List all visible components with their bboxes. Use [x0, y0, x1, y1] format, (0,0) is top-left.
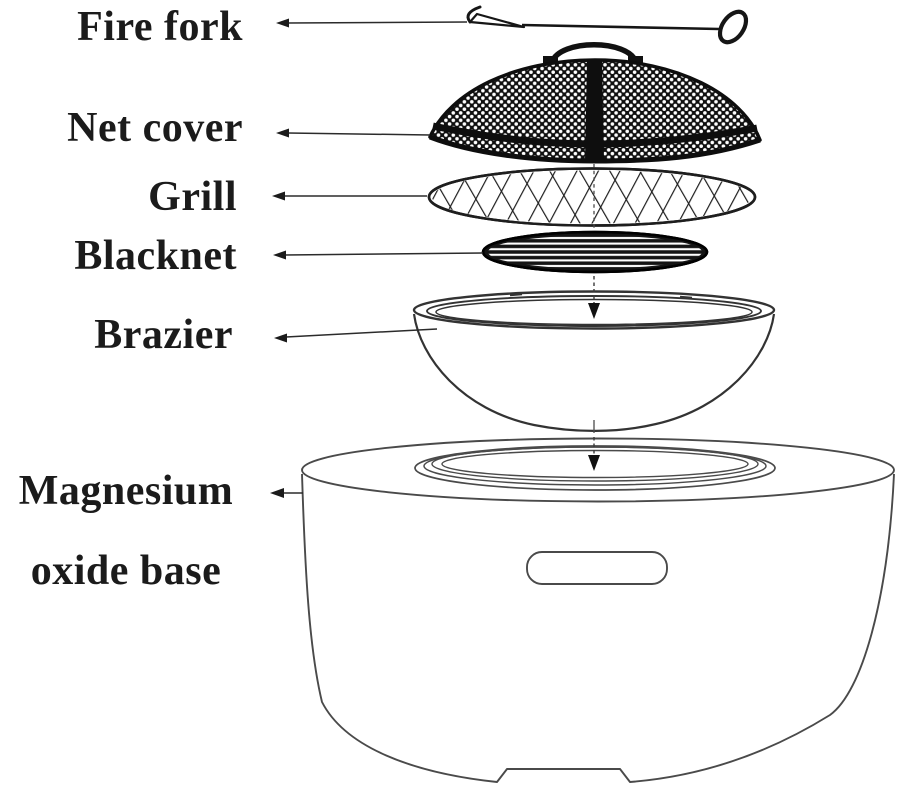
label-grill: Grill — [148, 174, 237, 220]
label-blacknet: Blacknet — [74, 233, 237, 279]
fire-fork-drawing — [466, 5, 749, 45]
base-drawing — [301, 437, 895, 783]
label-base-line1: Magnesium — [18, 468, 234, 514]
label-fire-fork: Fire fork — [77, 4, 243, 50]
assembly-arrow-into-brazier — [588, 276, 600, 319]
label-brazier: Brazier — [94, 312, 233, 358]
leader-arrow-fire-fork — [276, 18, 468, 28]
assembly-arrow-into-base — [588, 420, 600, 471]
leader-arrow-brazier — [274, 328, 438, 343]
net-cover-drawing — [428, 42, 762, 164]
grill-drawing — [427, 167, 757, 227]
label-base-line2: oxide base — [30, 548, 222, 594]
blacknet-drawing — [481, 230, 709, 274]
label-net-cover: Net cover — [67, 105, 243, 151]
leader-arrow-blacknet — [273, 250, 484, 260]
leader-arrow-base — [270, 488, 303, 498]
leader-arrow-net-cover — [276, 128, 431, 138]
leader-arrow-grill — [272, 191, 427, 201]
